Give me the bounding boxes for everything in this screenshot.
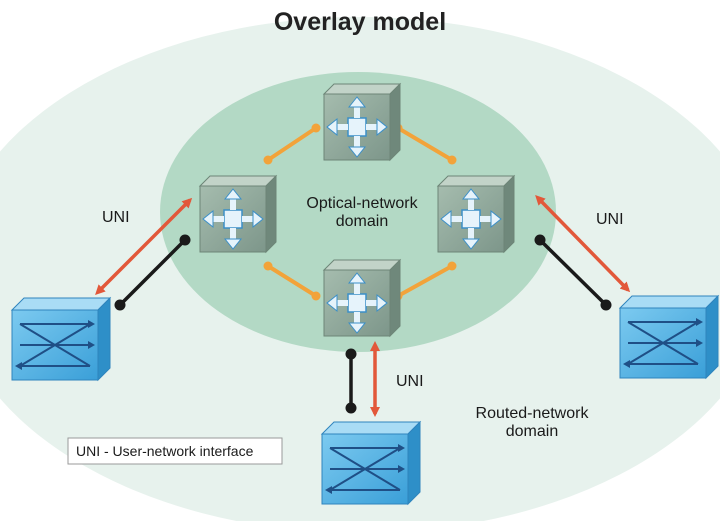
routed-domain-label-line2: domain [506, 423, 558, 440]
router-left [10, 296, 112, 382]
optical-switch-bottom [322, 258, 402, 338]
legend-text: UNI - User-network interface [76, 443, 254, 459]
uni-label-bottom: UNI [396, 373, 424, 390]
router-right [618, 294, 720, 380]
routed-domain-label-line1: Routed-network [476, 405, 590, 422]
router-crossbar-icon [325, 444, 405, 494]
optical-switch-top [322, 82, 402, 162]
optical-link-bottom-right [396, 264, 454, 298]
uni-arrow-right [535, 194, 631, 293]
control-link-left [118, 238, 187, 307]
uni-arrows [95, 194, 631, 417]
optical-switch-left [198, 174, 278, 254]
optical-link-top-right [396, 126, 454, 162]
router-crossbar-icon [15, 320, 95, 370]
optical-cross-arrows-icon [440, 188, 502, 250]
optical-cross-arrows-icon [326, 96, 388, 158]
optical-link-left-bottom [266, 264, 318, 298]
legend-box [67, 437, 283, 465]
uni-arrow-left [95, 197, 193, 295]
diagram-title: Overlay model [274, 8, 446, 36]
optical-domain-label-line2: domain [336, 213, 388, 230]
control-links [118, 238, 608, 408]
optical-domain-label-line1: Optical-network [306, 195, 418, 212]
optical-cross-arrows-icon [202, 188, 264, 250]
router-bottom [320, 420, 422, 506]
optical-cross-arrows-icon [326, 272, 388, 334]
optical-network-domain [160, 72, 556, 352]
router-crossbar-icon [623, 318, 703, 368]
optical-switch-right [436, 174, 516, 254]
optical-links [266, 126, 454, 298]
optical-link-left-top [266, 126, 318, 162]
uni-label-right: UNI [596, 211, 624, 228]
uni-label-left: UNI [102, 209, 130, 226]
legend: UNI - User-network interface [67, 437, 283, 465]
control-link-right [538, 238, 608, 307]
